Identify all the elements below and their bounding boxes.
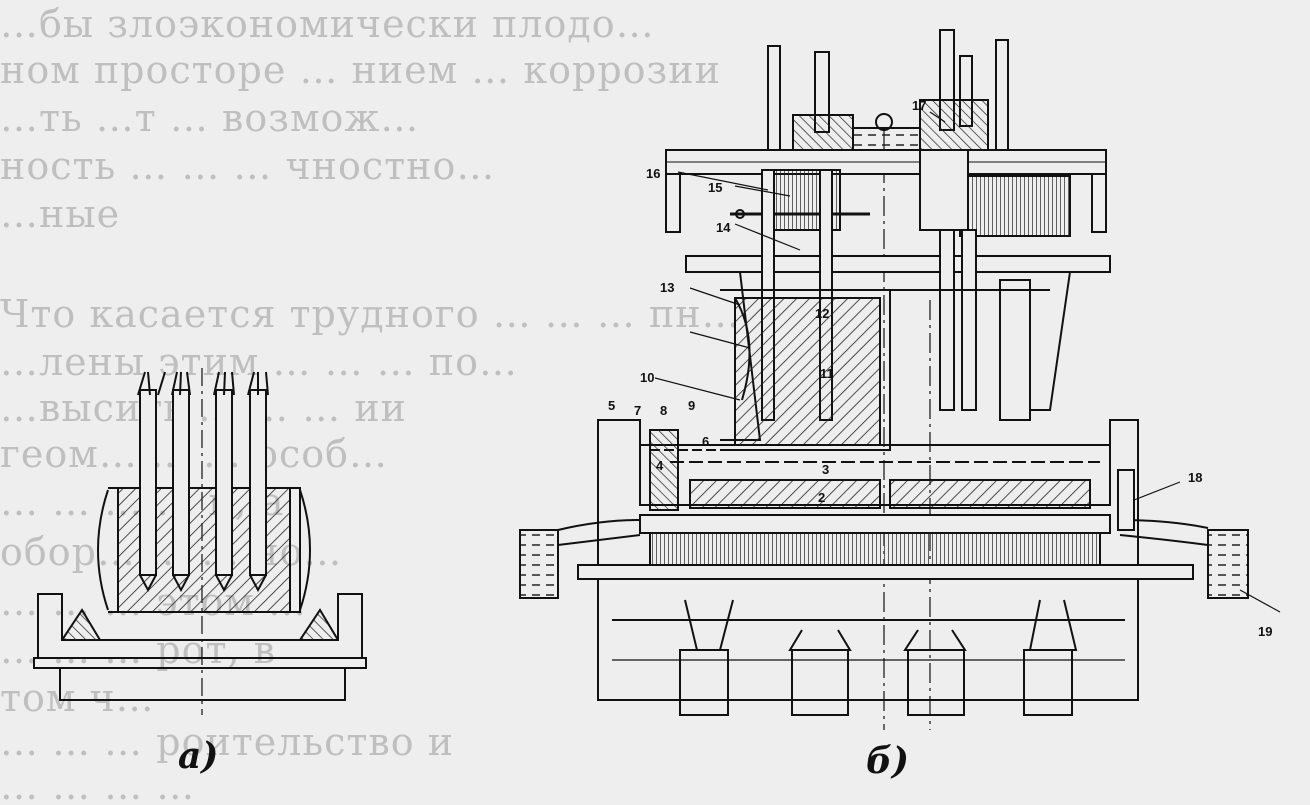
callout-label-12: 12 xyxy=(815,306,829,321)
callout-label-8: 8 xyxy=(660,403,667,418)
callouts: 2 3 4 5 6 7 8 9 10 11 12 13 14 15 16 17 18 19 xyxy=(608,98,1272,639)
bg-text-line: ном просторе … нием … коррозии xyxy=(0,48,721,92)
bg-text-line: геом… … … особ… xyxy=(0,432,388,476)
callout-label-11: 11 xyxy=(820,366,834,381)
callout-label-2: 2 xyxy=(818,490,825,505)
callout-label-4: 4 xyxy=(656,458,664,473)
callout-label-17: 17 xyxy=(912,98,926,113)
leader-lines xyxy=(654,111,1281,613)
bg-text-line: … … … роительство и xyxy=(0,720,455,764)
bg-text-line: Что касается трудного … … … пн… xyxy=(0,292,741,336)
figure-b xyxy=(519,29,1249,730)
callout-label-6: 6 xyxy=(702,434,709,449)
figure-a xyxy=(33,368,367,715)
bg-text-line: …ть …т … возмож… xyxy=(0,96,420,140)
callout-label-14: 14 xyxy=(716,220,731,235)
bg-text-line: …высить … … … ии xyxy=(0,386,407,430)
callout-label-9: 9 xyxy=(688,398,695,413)
bg-text-line: ность … … … чностно… xyxy=(0,144,496,188)
callout-label-15: 15 xyxy=(708,180,722,195)
caption-b: б) xyxy=(866,740,909,782)
callout-label-10: 10 xyxy=(640,370,654,385)
bg-text-line: … … … … xyxy=(0,764,196,805)
bg-text-line: … … … рот, в xyxy=(0,628,277,672)
callout-label-18: 18 xyxy=(1188,470,1202,485)
callout-label-16: 16 xyxy=(646,166,660,181)
bg-text-line: …бы злоэкономически плодо… xyxy=(0,2,655,46)
bg-text-line: том ч… xyxy=(0,676,155,720)
caption-a: а) xyxy=(178,735,218,777)
callout-label-5: 5 xyxy=(608,398,615,413)
bg-text-line: …ные xyxy=(0,192,121,236)
callout-label-7: 7 xyxy=(634,403,641,418)
callout-label-3: 3 xyxy=(822,462,829,477)
callout-label-19: 19 xyxy=(1258,624,1272,639)
callout-label-13: 13 xyxy=(660,280,674,295)
